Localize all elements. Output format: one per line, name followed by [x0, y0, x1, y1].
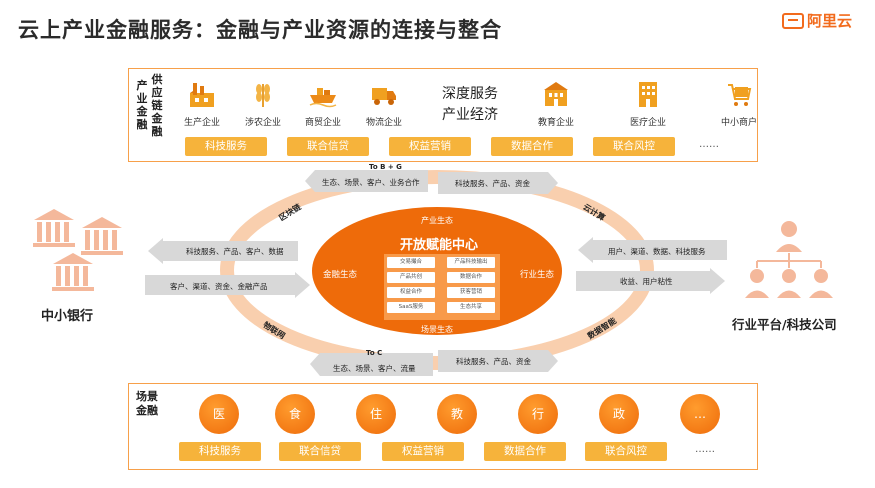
scene-eco-label: 场景生态	[421, 325, 453, 334]
bank-icon	[33, 209, 123, 291]
bottom-pill-tech-service: 科技服务	[179, 442, 261, 461]
scene-circle-education: 教	[437, 394, 477, 434]
scene-circle-more: …	[680, 394, 720, 434]
industry-eco-label: 产业生态	[421, 216, 453, 225]
supply-chain-finance-label: 供应链金融	[151, 73, 163, 138]
module-eco-sharing: 生态共享	[447, 302, 495, 313]
module-co-creation: 产品共创	[387, 272, 435, 283]
outer-ring	[220, 170, 654, 370]
module-equity-cooperation: 权益合作	[387, 287, 435, 298]
deep-service-text: 深度服务 产业经济	[442, 84, 498, 126]
bottom-right-ring-arrow	[438, 350, 558, 372]
enterprise-label: 涉农企业	[244, 118, 281, 128]
truck-icon	[372, 88, 396, 105]
to-c-text: 生态、场景、客户、流量	[333, 364, 416, 373]
to-c-label: To C	[366, 349, 383, 357]
school-icon	[544, 82, 568, 106]
bottom-pill-data-cooperation: 数据合作	[484, 442, 566, 461]
module-data-cooperation: 数据合作	[447, 272, 495, 283]
enterprise-label: 商贸企业	[304, 118, 341, 128]
to-bg-label: To B + G	[369, 163, 402, 171]
scene-circle-medical: 医	[199, 394, 239, 434]
top-pill-tech-service: 科技服务	[185, 137, 267, 156]
enterprise-agriculture: 涉农企业	[233, 79, 293, 128]
enterprise-merchant: 中小商户	[709, 79, 769, 128]
industry-platform-label: 行业平台/科技公司	[732, 317, 837, 332]
enterprise-medical: 医疗企业	[618, 79, 678, 128]
module-deal-matching: 交易撮合	[387, 257, 435, 268]
right-arrow-in-text: 用户、渠道、数据、科技服务	[608, 247, 706, 256]
shop-icon	[728, 84, 752, 106]
top-pill-equity-marketing: 权益营销	[389, 137, 471, 156]
bottom-right-arrow-text: 科技服务、产品、资金	[456, 357, 531, 366]
scene-circle-food: 食	[275, 394, 315, 434]
enterprise-logistics: 物流企业	[354, 79, 414, 128]
left-arrow-in	[148, 238, 298, 264]
hospital-icon	[639, 82, 657, 107]
bottom-pill-equity-marketing: 权益营销	[382, 442, 464, 461]
enterprise-label: 医疗企业	[629, 118, 666, 128]
right-arrow-out-text: 收益、用户粘性	[620, 277, 673, 286]
module-customer-marketing: 获客营销	[447, 287, 495, 298]
enterprise-trade: 商贸企业	[293, 79, 353, 128]
enterprise-label: 教育企业	[537, 118, 574, 128]
top-right-ring-arrow	[438, 172, 558, 194]
aliyun-logo: 阿里云	[782, 10, 852, 31]
logo-text: 阿里云	[807, 12, 853, 30]
bottom-pill-joint-credit: 联合信贷	[279, 442, 361, 461]
industry-finance-panel: 产业金融 供应链金融 生产企业 涉农企业 商贸企业	[128, 68, 758, 162]
industry-finance-label: 产业金融	[136, 79, 148, 131]
bottom-more: ……	[695, 444, 715, 455]
top-pill-joint-risk: 联合风控	[593, 137, 675, 156]
scene-finance-label: 场景金融	[136, 390, 158, 417]
trade-eco-label: 行业生态	[520, 270, 555, 280]
top-more: ……	[699, 139, 719, 150]
aliyun-logo-icon	[782, 12, 804, 29]
small-bank-label: 中小银行	[41, 309, 94, 324]
scene-finance-panel: 场景金融 医 食 住 教 行 政 … 科技服务 联合信贷 权益营销 数据合作 联…	[128, 383, 758, 470]
page-title: 云上产业金融服务：金融与产业资源的连接与整合	[18, 18, 502, 42]
enterprise-education: 教育企业	[526, 79, 586, 128]
left-arrow-in-text: 科技服务、产品、客户、数据	[186, 247, 284, 256]
ship-icon	[309, 88, 337, 108]
factory-icon	[190, 83, 214, 107]
top-pill-joint-credit: 联合信贷	[287, 137, 369, 156]
open-center-title: 开放赋能中心	[400, 238, 479, 253]
left-arrow-out-text: 客户、渠道、资金、金融产品	[170, 282, 268, 291]
wheat-icon	[256, 84, 270, 107]
to-bg-text: 生态、场景、客户、业务合作	[322, 178, 420, 187]
enterprise-production: 生产企业	[172, 79, 232, 128]
deep-service-line1: 深度服务	[442, 86, 498, 102]
top-pill-data-cooperation: 数据合作	[491, 137, 573, 156]
to-bg-arrow	[305, 170, 428, 192]
module-saas: SaaS服务	[387, 302, 435, 313]
enterprise-label: 中小商户	[720, 118, 757, 128]
enterprise-label: 物流企业	[365, 118, 402, 128]
scene-circle-travel: 行	[518, 394, 558, 434]
to-c-arrow	[310, 353, 433, 376]
organization-icon	[745, 221, 833, 298]
left-arrow-out	[145, 272, 310, 298]
right-arrow-out	[576, 268, 725, 294]
module-tech-output: 产品科技输出	[447, 257, 495, 268]
bottom-pill-joint-risk: 联合风控	[585, 442, 667, 461]
right-arrow-in	[578, 237, 727, 263]
scene-circle-housing: 住	[356, 394, 396, 434]
deep-service-line2: 产业经济	[442, 107, 498, 123]
scene-circle-government: 政	[599, 394, 639, 434]
enterprise-label: 生产企业	[183, 118, 220, 128]
finance-eco-label: 金融生态	[323, 270, 358, 280]
top-right-arrow-text: 科技服务、产品、资金	[455, 179, 530, 188]
